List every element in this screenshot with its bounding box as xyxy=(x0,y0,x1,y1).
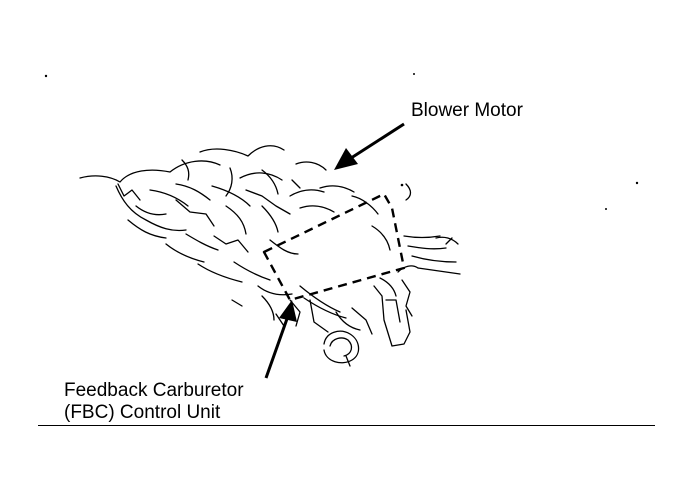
fbc-label-line-2: (FBC) Control Unit xyxy=(64,402,221,423)
fbc-control-unit-outline xyxy=(262,192,406,302)
blower-motor-label: Blower Motor xyxy=(411,100,523,121)
blower-motor-arrow-shaft xyxy=(347,122,405,162)
blower-assembly-sketch xyxy=(79,145,461,367)
fbc-arrow-shaft xyxy=(264,315,290,379)
blower-motor-arrowhead xyxy=(334,148,358,170)
specks xyxy=(44,73,639,210)
fbc-control-unit-label: Feedback Carburetor (FBC) Control Unit xyxy=(64,380,244,424)
leader-arrows xyxy=(264,122,405,379)
fbc-arrowhead xyxy=(279,300,297,322)
figure-baseline-rule xyxy=(38,425,655,426)
fbc-label-line-1: Feedback Carburetor xyxy=(64,380,244,401)
